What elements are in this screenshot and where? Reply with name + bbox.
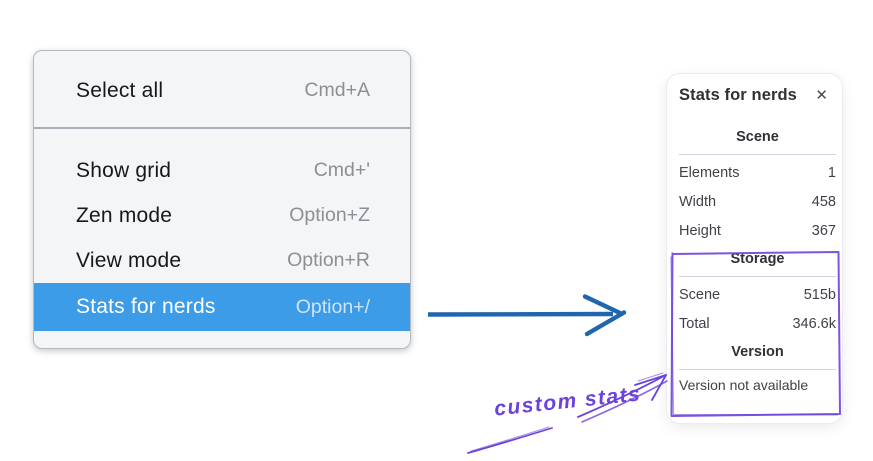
- stat-label: Height: [679, 222, 721, 239]
- context-menu: Select all Cmd+A Show grid Cmd+' Zen mod…: [33, 50, 411, 349]
- stats-panel: Stats for nerds ✕ Scene Elements 1 Width…: [666, 73, 843, 424]
- menu-item-label: Select all: [76, 78, 164, 102]
- menu-item-shortcut: Option+Z: [289, 204, 370, 226]
- menu-group-main: Show grid Cmd+' Zen mode Option+Z View m…: [34, 129, 410, 348]
- stat-row-width: Width 458: [679, 187, 836, 216]
- version-note: Version not available: [679, 377, 809, 393]
- stat-row-height: Height 367: [679, 216, 836, 245]
- menu-item-view-mode[interactable]: View mode Option+R: [34, 238, 410, 283]
- custom-stats-annotation: custom stats: [493, 382, 643, 421]
- menu-item-shortcut: Cmd+': [313, 159, 370, 181]
- menu-item-stats-for-nerds[interactable]: Stats for nerds Option+/: [34, 283, 410, 331]
- stat-label: Width: [679, 193, 717, 210]
- version-section-heading: Version: [731, 344, 784, 360]
- scene-section-heading: Scene: [736, 129, 779, 145]
- menu-item-label: Show grid: [76, 158, 172, 182]
- menu-item-shortcut: Cmd+A: [304, 79, 370, 101]
- stat-value: 346.6k: [792, 315, 836, 332]
- stat-value: 458: [811, 193, 836, 210]
- stat-label: Scene: [679, 286, 721, 303]
- stat-label: Elements: [679, 164, 740, 181]
- menu-item-zen-mode[interactable]: Zen mode Option+Z: [34, 193, 410, 238]
- menu-group-top: Select all Cmd+A: [34, 51, 410, 129]
- menu-item-shortcut: Option+R: [287, 249, 370, 271]
- close-icon[interactable]: ✕: [815, 87, 828, 104]
- stat-row-elements: Elements 1: [679, 158, 836, 187]
- menu-item-label: Stats for nerds: [76, 295, 216, 318]
- stat-value: 515b: [803, 286, 836, 303]
- stats-panel-title: Stats for nerds: [679, 86, 797, 104]
- menu-item-label: View mode: [76, 248, 182, 272]
- stat-value: 367: [811, 222, 836, 239]
- storage-rows: Scene 515b Total 346.6k: [679, 280, 836, 338]
- flow-arrow-icon: [427, 294, 627, 337]
- section-divider: [679, 276, 836, 277]
- stat-row-scene-storage: Scene 515b: [679, 280, 836, 309]
- menu-item-show-grid[interactable]: Show grid Cmd+': [34, 148, 410, 193]
- stat-label: Total: [679, 315, 710, 332]
- section-divider: [679, 369, 836, 370]
- menu-item-label: Zen mode: [76, 203, 173, 227]
- stat-row-total-storage: Total 346.6k: [679, 309, 836, 338]
- stat-value: 1: [827, 164, 836, 181]
- stats-panel-titlebar: Stats for nerds ✕: [679, 86, 836, 105]
- section-divider: [679, 154, 836, 155]
- menu-item-shortcut: Option+/: [295, 295, 370, 318]
- scene-rows: Elements 1 Width 458 Height 367: [679, 158, 836, 245]
- storage-section-heading: Storage: [730, 251, 785, 267]
- menu-item-select-all[interactable]: Select all Cmd+A: [34, 68, 410, 113]
